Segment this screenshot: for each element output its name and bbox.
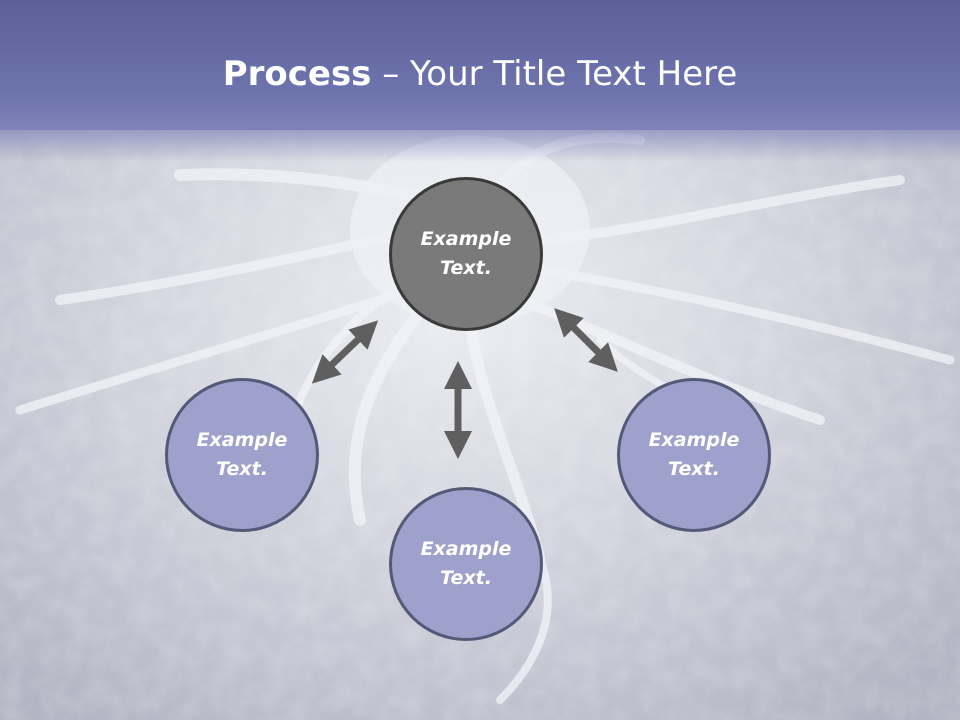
- slide-title: Process – Your Title Text Here: [0, 50, 960, 98]
- node-right: Example Text.: [617, 378, 771, 532]
- node-center: Example Text.: [389, 177, 543, 331]
- title-rest-part: – Your Title Text Here: [371, 54, 738, 94]
- arrow-right-bidirectional: [554, 308, 618, 372]
- title-bold-part: Process: [222, 54, 372, 94]
- node-bottom: Example Text.: [389, 487, 543, 641]
- node-left-label: Example Text.: [196, 429, 288, 480]
- node-right-label: Example Text.: [648, 429, 740, 480]
- title-bar-fade: [0, 122, 960, 162]
- node-center-label: Example Text.: [420, 228, 512, 279]
- arrow-left-bidirectional: [311, 320, 379, 384]
- title-bar: [0, 0, 960, 130]
- node-bottom-label: Example Text.: [420, 538, 512, 589]
- node-left: Example Text.: [165, 378, 319, 532]
